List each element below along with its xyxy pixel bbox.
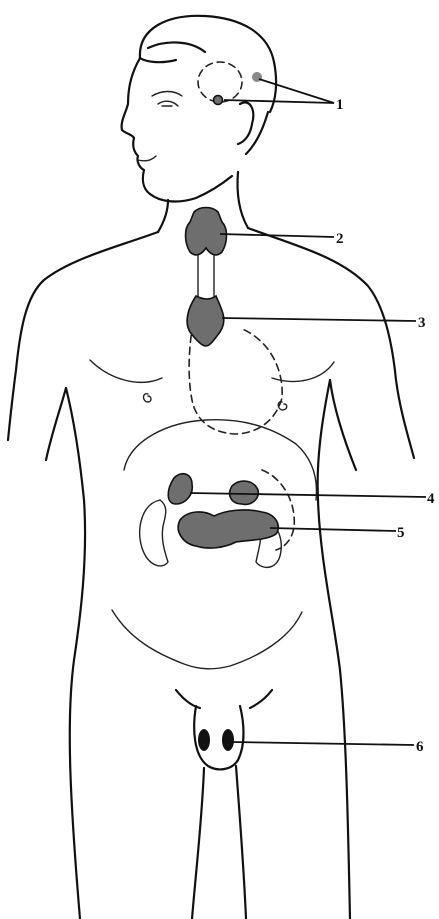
body-outline	[8, 16, 414, 919]
callout-labels: 1 2 3 4 5 6	[336, 97, 435, 755]
callout-label-1: 1	[336, 97, 344, 113]
hair	[140, 16, 276, 112]
testis-right	[222, 729, 234, 751]
pituitary-gland	[214, 96, 223, 105]
left-nipple	[144, 394, 152, 402]
mouth	[138, 156, 156, 161]
hip-lines	[112, 610, 302, 669]
face	[122, 58, 232, 201]
eye	[158, 101, 178, 106]
testis-left	[198, 729, 210, 751]
leader-line-3	[222, 318, 416, 321]
callout-label-4: 4	[427, 491, 435, 507]
left-shoulder-arm	[8, 232, 158, 440]
adrenal-gland-left	[168, 474, 192, 504]
leader-line-6	[232, 742, 414, 745]
brow	[152, 92, 182, 97]
thyroid-gland	[186, 208, 227, 255]
leader-line-2	[220, 234, 334, 237]
ear	[238, 102, 268, 154]
inner-legs	[192, 766, 246, 919]
callout-label-5: 5	[397, 525, 405, 541]
left-inner-arm	[46, 388, 66, 460]
callout-label-2: 2	[336, 231, 344, 247]
right-inner-arm	[330, 380, 356, 470]
leader-line-4	[190, 493, 426, 497]
pancreas	[178, 510, 278, 548]
callout-label-6: 6	[416, 739, 424, 755]
kidney-left	[140, 500, 168, 566]
groin	[176, 690, 272, 708]
torso-left	[66, 388, 85, 919]
thymus-gland	[187, 296, 224, 346]
leader-lines	[190, 79, 426, 745]
leader-line-1b	[259, 79, 334, 103]
right-shoulder-arm	[248, 228, 414, 458]
callout-label-3: 3	[418, 315, 426, 331]
trachea	[198, 250, 214, 298]
torso-right	[318, 380, 350, 919]
pineal-spot	[252, 72, 262, 82]
adrenal-gland-right	[230, 481, 259, 504]
chest-contour	[90, 360, 334, 382]
leader-line-5	[270, 528, 396, 531]
glands	[140, 72, 281, 751]
